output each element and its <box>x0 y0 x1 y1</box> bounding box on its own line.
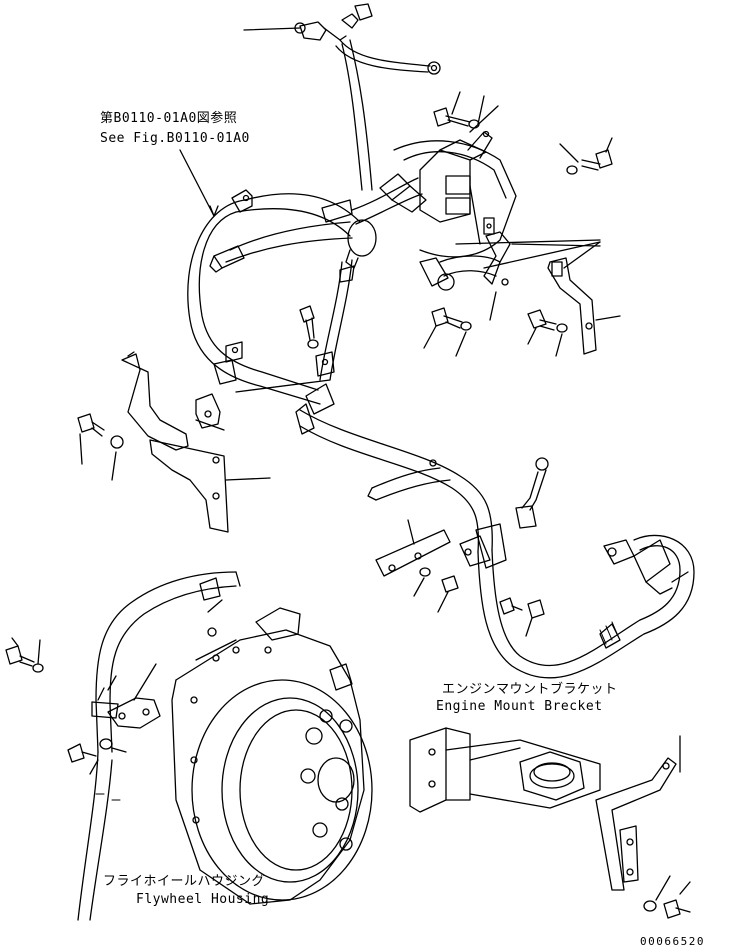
engine-mount-label-en: Engine Mount Brecket <box>436 699 603 714</box>
bracket-left <box>78 352 270 532</box>
harness-clamps <box>214 190 506 568</box>
reference-label-en: See Fig.B0110-01A0 <box>100 131 250 146</box>
reference-label-jp: 第B0110-01A0図参照 <box>100 111 238 126</box>
wire-harness <box>188 178 694 678</box>
sheath-marks <box>96 622 618 800</box>
battery-terminal-cable <box>295 4 440 190</box>
flywheel-housing <box>172 578 372 904</box>
sensor-cable <box>420 218 600 290</box>
harness-lower-left <box>6 572 240 920</box>
flywheel-label-en: Flywheel Housing <box>136 892 270 907</box>
bolts-upper-right <box>424 92 612 356</box>
drawing-number: 00066520 <box>640 935 705 948</box>
bracket-right <box>548 258 620 354</box>
bolt-center <box>236 306 330 392</box>
ground-terminal <box>516 458 548 528</box>
bracket-lower-center <box>376 520 544 636</box>
connector-right <box>604 540 688 594</box>
engine-mount-bracket <box>410 728 690 918</box>
connector-block <box>380 132 516 257</box>
engine-mount-label-jp: エンジンマウントブラケット <box>442 682 618 697</box>
leader-lines <box>180 28 496 320</box>
flywheel-label-jp: フライホイールハウジング <box>103 874 266 889</box>
